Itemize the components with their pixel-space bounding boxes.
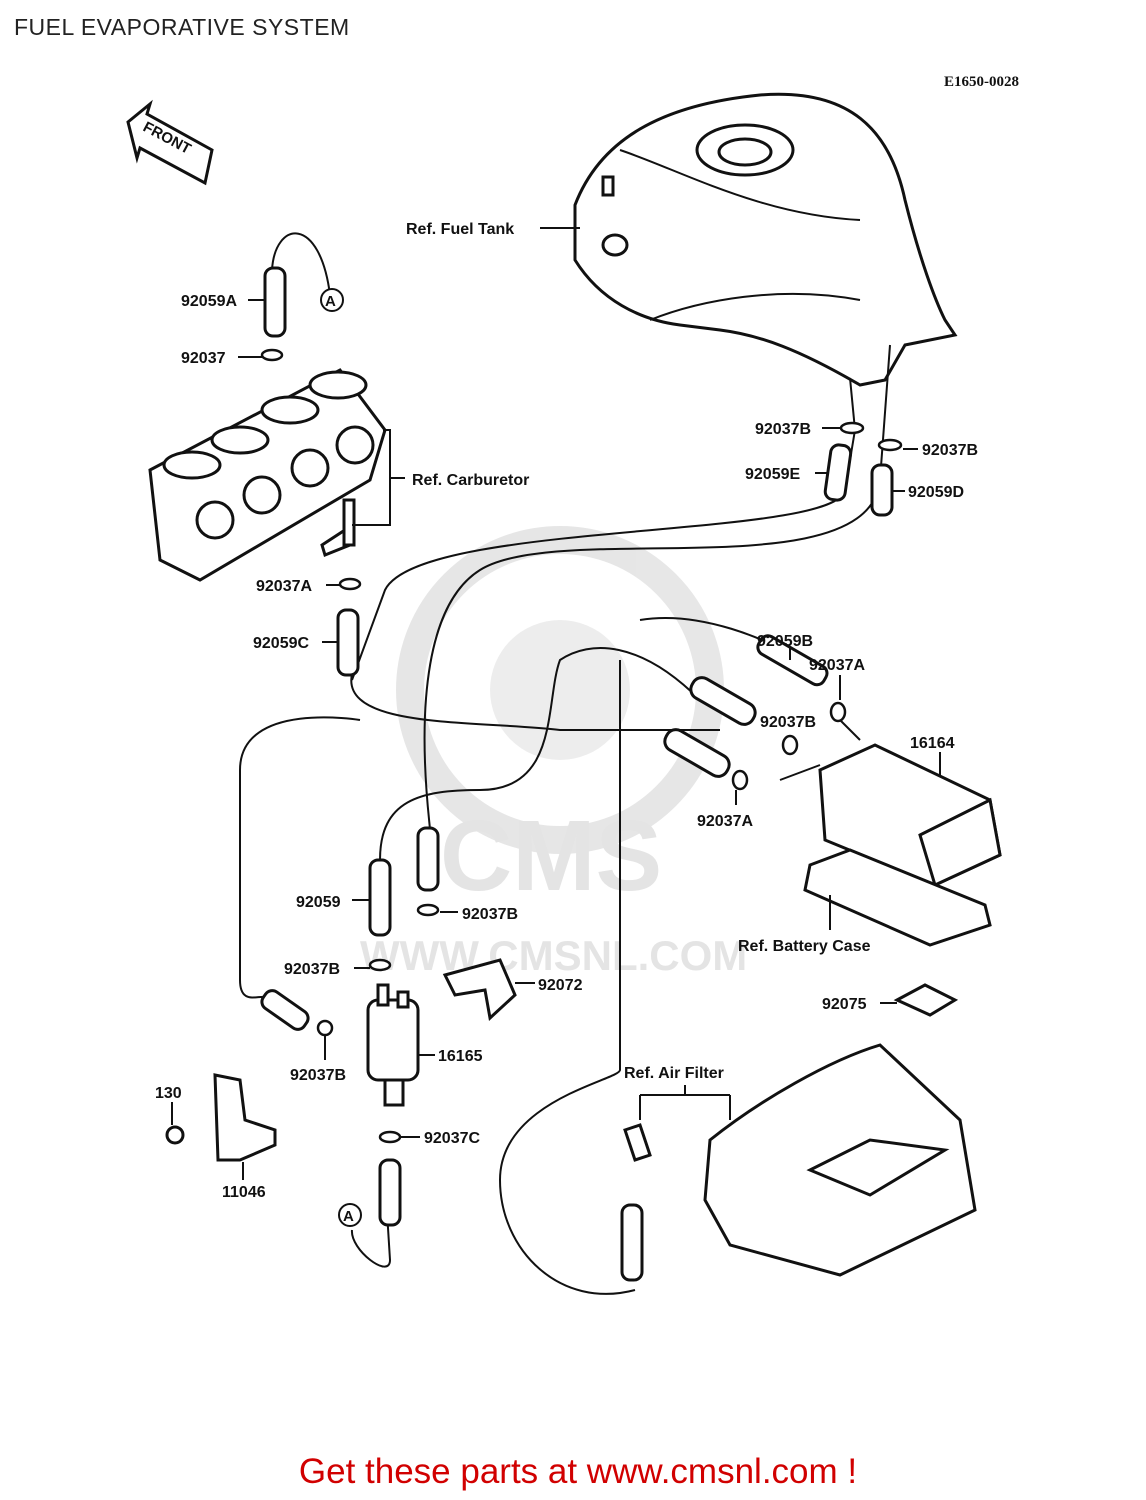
label-92059E: 92059E [745,466,800,483]
label-130: 130 [155,1085,182,1102]
bracket [165,1073,277,1162]
label-92037B-6: 92037B [290,1067,346,1084]
clamp [442,958,517,1021]
label-92059A: 92059A [181,293,237,310]
label-92037B-4: 92037B [462,906,518,923]
label-16164: 16164 [910,735,955,752]
label-92037A-3: 92037A [697,813,753,830]
label-92037B-3: 92037B [760,714,816,731]
connector-a-top-label: A [325,293,336,310]
label-92037B-2: 92037B [922,442,978,459]
filter-pad [893,983,959,1017]
label-92075: 92075 [822,996,867,1013]
hose-clips [260,348,903,1144]
fuel-tank [573,92,958,387]
label-92059: 92059 [296,894,341,911]
footer-cta-text: Get these parts at www.cmsnl.com ! [298,1452,858,1491]
label-92037: 92037 [181,350,226,367]
connector-a-bottom-label: A [343,1208,354,1225]
label-92037C: 92037C [424,1130,480,1147]
connector-a-bottom: A [338,1203,362,1227]
carburetor [148,368,387,582]
label-92059B: 92059B [757,633,813,650]
page-title: FUEL EVAPORATIVE SYSTEM [14,14,350,40]
label-92059D: 92059D [908,484,964,501]
label-92072: 92072 [538,977,583,994]
watermark-logo: CMS [440,800,662,912]
label-92037A-2: 92037A [809,657,865,674]
connector-a-top: A [320,288,344,312]
leader-lines [171,227,941,1180]
label-92037B-1: 92037B [755,421,811,438]
label-11046: 11046 [222,1184,266,1201]
label-92059C: 92059C [253,635,309,652]
fuel-pump [366,983,420,1107]
diagram-code: E1650-0028 [944,74,1019,90]
canister [803,743,1002,947]
label-ref-fuel-tank: Ref. Fuel Tank [406,221,514,238]
label-ref-battery-case: Ref. Battery Case [738,938,871,955]
label-16165: 16165 [438,1048,483,1065]
front-arrow-icon: FRONT [126,99,214,186]
label-ref-air-filter: Ref. Air Filter [624,1065,724,1082]
tubes [260,266,894,1282]
watermark-url: WWW.CMSNL.COM [360,932,747,979]
label-92037B-5: 92037B [284,961,340,978]
air-filter [623,1043,977,1277]
part-labels: Ref. Fuel Tank 92059A 92037 Ref. Carbure… [155,221,978,1201]
label-92037A-1: 92037A [256,578,312,595]
footer-cta-link[interactable]: Get these parts at www.cmsnl.com ! [0,1452,1146,1492]
label-ref-carburetor: Ref. Carburetor [412,472,529,489]
